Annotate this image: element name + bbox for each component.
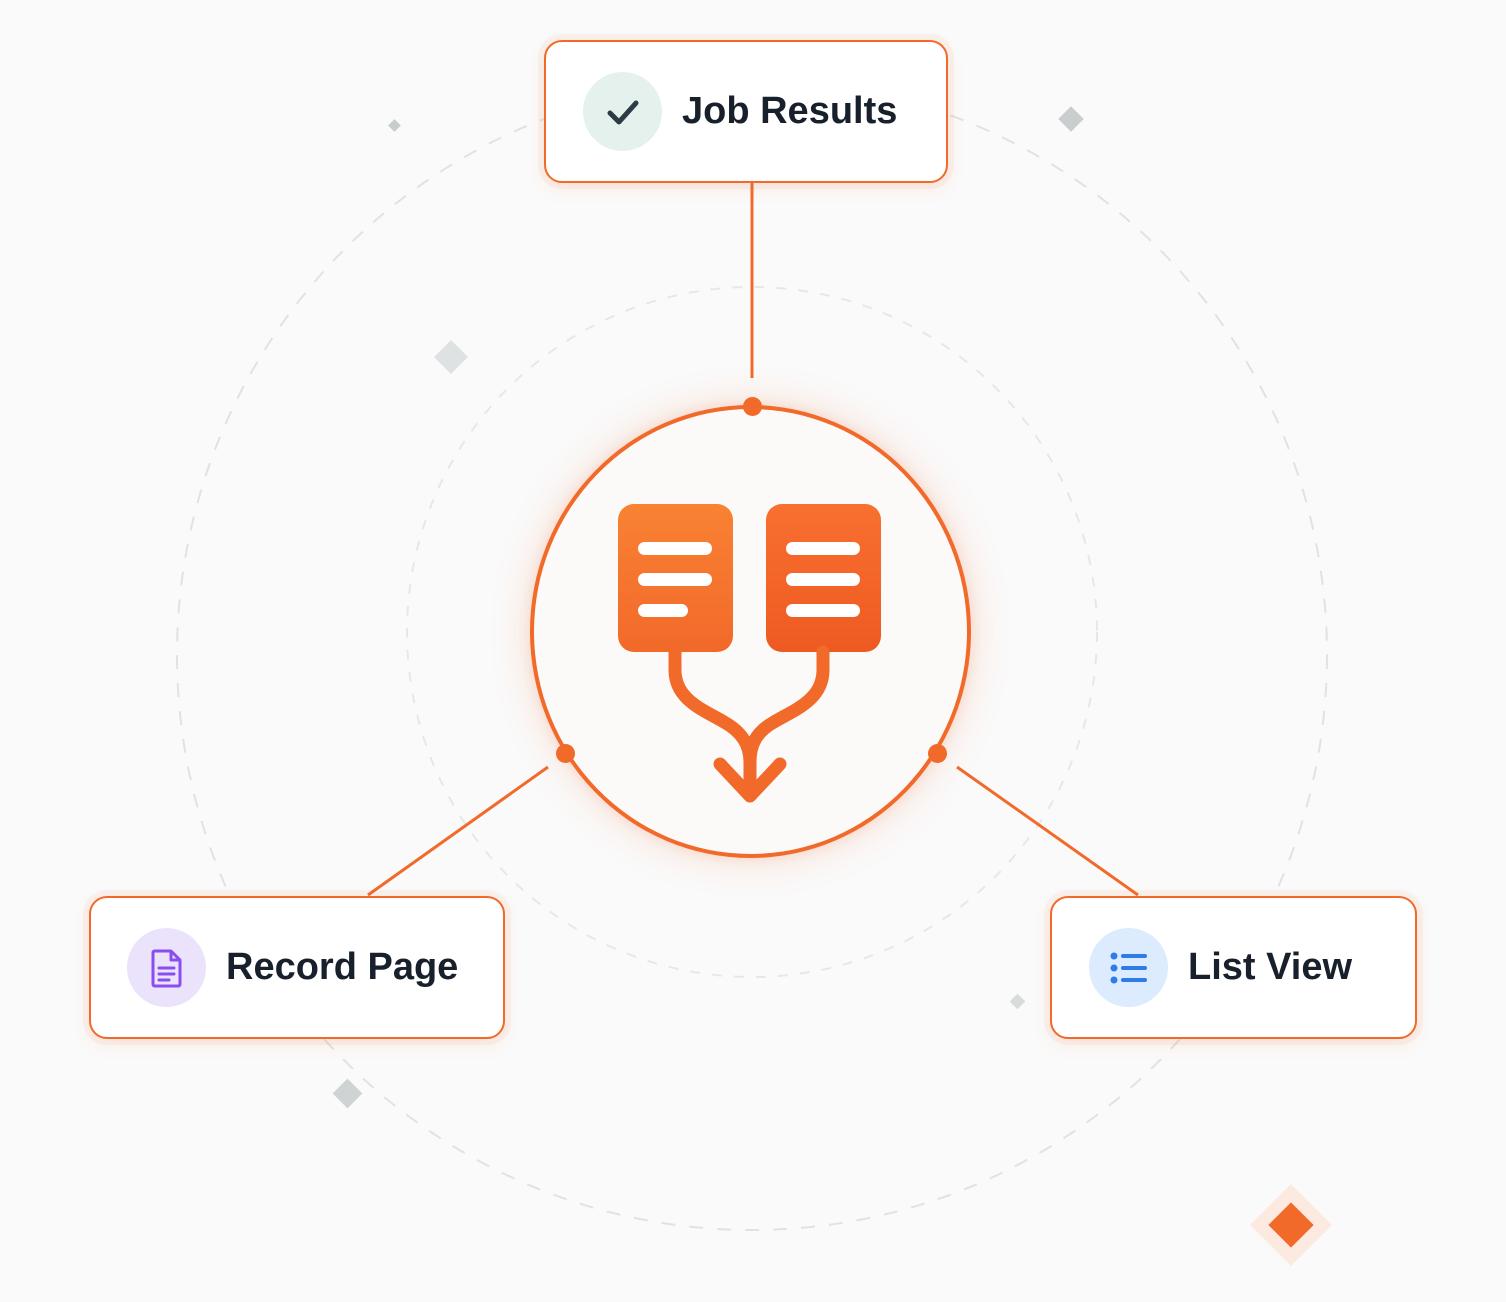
connector-list-view [956, 765, 1139, 897]
deco-diamond [1058, 106, 1084, 132]
hub-dot-right [928, 744, 947, 763]
deco-diamond [332, 1078, 363, 1109]
job-results-label: Job Results [682, 90, 898, 132]
list-view-node[interactable]: List View [1050, 896, 1417, 1039]
deco-diamond [434, 340, 468, 374]
deco-diamond [1009, 993, 1026, 1010]
check-icon [583, 72, 662, 151]
hub-dot-top [743, 397, 762, 416]
deco-diamond [388, 119, 401, 132]
list-icon [1089, 928, 1168, 1007]
record-page-node[interactable]: Record Page [89, 896, 505, 1039]
inner-dashed-ring [406, 286, 1098, 978]
document-icon [127, 928, 206, 1007]
deco-diamond-accent [1268, 1202, 1314, 1248]
outer-dashed-ring [176, 79, 1328, 1231]
merge-documents-icon [618, 504, 881, 803]
hub-dot-left [556, 744, 575, 763]
list-view-label: List View [1188, 946, 1353, 988]
record-page-label: Record Page [226, 946, 459, 988]
job-results-node[interactable]: Job Results [544, 40, 948, 183]
connector-record-page [367, 765, 549, 897]
